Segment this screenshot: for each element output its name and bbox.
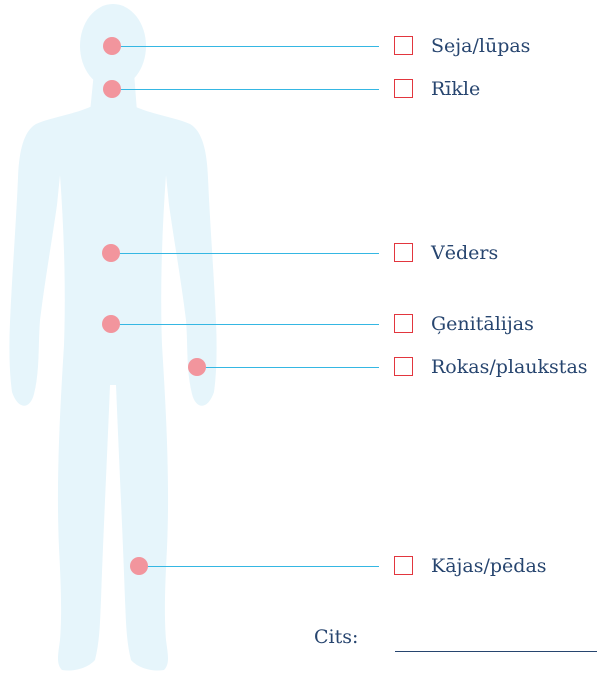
other-input[interactable] <box>395 627 597 652</box>
checkbox-genitals[interactable] <box>394 314 413 333</box>
checkbox-feet[interactable] <box>394 556 413 575</box>
leader-line-genitals <box>112 324 379 325</box>
label-genitals: Ģenitālijas <box>431 312 534 336</box>
marker-genitals <box>102 315 120 333</box>
checkbox-throat[interactable] <box>394 79 413 98</box>
marker-feet <box>130 557 148 575</box>
checkbox-face[interactable] <box>394 36 413 55</box>
label-stomach: Vēders <box>431 241 498 265</box>
marker-hands <box>188 358 206 376</box>
marker-stomach <box>102 244 120 262</box>
other-label: Cits: <box>314 625 358 649</box>
leader-line-hands <box>198 367 379 368</box>
leader-line-face <box>113 46 379 47</box>
label-face: Seja/lūpas <box>431 34 530 58</box>
leader-line-stomach <box>112 253 379 254</box>
marker-throat <box>103 80 121 98</box>
checkbox-stomach[interactable] <box>394 243 413 262</box>
leader-line-feet <box>140 566 379 567</box>
leader-line-throat <box>113 89 379 90</box>
label-throat: Rīkle <box>431 77 480 101</box>
checkbox-hands[interactable] <box>394 357 413 376</box>
label-feet: Kājas/pēdas <box>431 554 547 578</box>
marker-face <box>103 37 121 55</box>
label-hands: Rokas/plaukstas <box>431 355 588 379</box>
